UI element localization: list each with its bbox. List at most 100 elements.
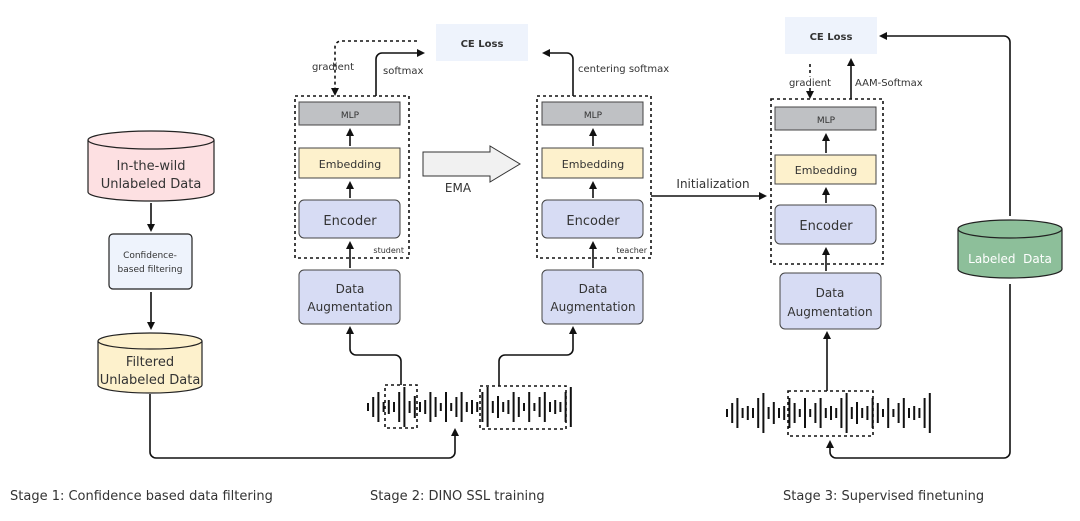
waveform-bar <box>809 409 812 417</box>
waveform-bar <box>835 408 838 418</box>
softmax-arrow <box>375 49 425 96</box>
waveform-bar <box>564 392 567 422</box>
stage3-caption: Stage 3: Supervised finetuning <box>783 489 984 504</box>
waveform-bar <box>523 403 525 411</box>
waveform-bar <box>455 397 458 417</box>
waveform-bar <box>861 408 864 418</box>
waveform-bar <box>882 409 884 417</box>
waveform-bar <box>793 403 796 423</box>
labeled-data-cylinder: Labeled Data <box>957 219 1063 279</box>
waveform-bar <box>393 402 395 412</box>
waveform-bar <box>543 392 546 422</box>
waveform-bar <box>491 401 494 413</box>
waveform-bar <box>398 392 401 422</box>
stage2-caption: Stage 2: DINO SSL training <box>370 489 545 504</box>
waveform-bar <box>746 406 749 420</box>
labeled-data-label: Labeled Data <box>968 252 1052 266</box>
waveform-bar <box>419 402 421 412</box>
aam-softmax-label: AAM-Softmax <box>855 78 923 89</box>
waveform-bar <box>897 403 900 423</box>
waveform-bar <box>517 397 520 417</box>
source-label-2: Unlabeled Data <box>101 177 202 192</box>
stage1-caption: Stage 1: Confidence based data filtering <box>10 489 273 504</box>
waveform-bar <box>481 392 484 422</box>
waveform-bar <box>892 409 895 417</box>
waveform-bar <box>871 398 874 428</box>
waveform-bar <box>778 408 780 418</box>
waveform-bar <box>569 387 572 427</box>
student-network: MLP Embedding Encoder student Data Augme… <box>294 95 410 325</box>
crop-to-student-arrow <box>346 326 402 385</box>
teacher-network: MLP Embedding Encoder teacher Data Augme… <box>536 95 652 325</box>
aug-label-2: Augmentation <box>787 305 872 319</box>
waveform-bar <box>434 397 437 417</box>
waveform-bar <box>502 402 505 412</box>
waveform-bar <box>918 408 921 418</box>
centering-softmax-arrow <box>542 49 574 96</box>
waveform-bar <box>804 398 806 428</box>
waveform-bar <box>923 398 926 428</box>
waveform-bar <box>554 400 557 414</box>
filter-label-2: based filtering <box>118 265 183 275</box>
filtered-label-1: Filtered <box>126 355 174 370</box>
waveform-bar <box>902 398 905 428</box>
waveform-bar <box>538 397 541 417</box>
waveform-bar <box>840 398 843 428</box>
waveform-bar <box>819 398 822 428</box>
embedding-label: Embedding <box>795 164 857 177</box>
waveform-stage2 <box>367 384 572 430</box>
waveform-bar <box>798 409 801 417</box>
ce-loss-label: CE Loss <box>461 39 504 50</box>
waveform-bar <box>460 392 463 422</box>
waveform-bar <box>824 408 827 418</box>
encoder-label: Encoder <box>799 219 853 234</box>
ce-loss-box <box>436 24 528 61</box>
filtered-to-wave-arrow <box>149 394 459 459</box>
filter-label-1: Confidence- <box>123 251 177 261</box>
waveform-bar <box>486 387 489 427</box>
waveform-bar <box>752 408 754 418</box>
waveform-bar <box>887 398 890 428</box>
waveform-bar <box>403 387 406 427</box>
waveform-bar <box>814 403 817 423</box>
encoder-label: Encoder <box>566 214 620 229</box>
ce-loss-label: CE Loss <box>810 32 853 43</box>
waveform-bar <box>856 402 858 424</box>
waveform-bar <box>736 398 739 428</box>
waveform-bar <box>913 406 916 420</box>
waveform-bar <box>439 403 442 411</box>
waveform-bar <box>387 400 390 414</box>
mlp-label: MLP <box>341 111 360 121</box>
waveform-bar <box>367 403 369 411</box>
waveform-bar <box>767 407 770 419</box>
embedding-label: Embedding <box>319 158 381 171</box>
waveform-bar <box>465 402 468 412</box>
aug-label-1: Data <box>816 286 845 300</box>
aug-label-1: Data <box>579 282 608 296</box>
waveform-bar <box>850 407 853 419</box>
waveform-bar <box>845 393 848 433</box>
labels-to-loss-arrow <box>879 32 1011 216</box>
waveform-bar <box>533 403 536 411</box>
crop-to-teacher-arrow <box>498 326 577 386</box>
waveform-bar <box>450 403 453 411</box>
waveform-bar <box>445 392 447 422</box>
encoder-label: Encoder <box>323 214 377 229</box>
labeled-to-wave-arrow <box>826 284 1011 459</box>
waveform-bar <box>908 408 910 418</box>
waveform-bar <box>772 402 775 424</box>
aug-label-1: Data <box>336 282 365 296</box>
waveform-bar <box>866 406 869 420</box>
ema-label: EMA <box>445 181 472 195</box>
waveform-bar <box>757 398 760 428</box>
waveform-bar <box>382 402 385 412</box>
waveform-bar <box>408 401 411 413</box>
waveform-bar <box>830 406 832 420</box>
mlp-label: MLP <box>584 111 603 121</box>
waveform-bar <box>512 392 515 422</box>
waveform-bar <box>726 409 728 417</box>
waveform-bar <box>762 393 765 433</box>
waveform-bar <box>429 392 432 422</box>
student-label: student <box>373 246 404 255</box>
